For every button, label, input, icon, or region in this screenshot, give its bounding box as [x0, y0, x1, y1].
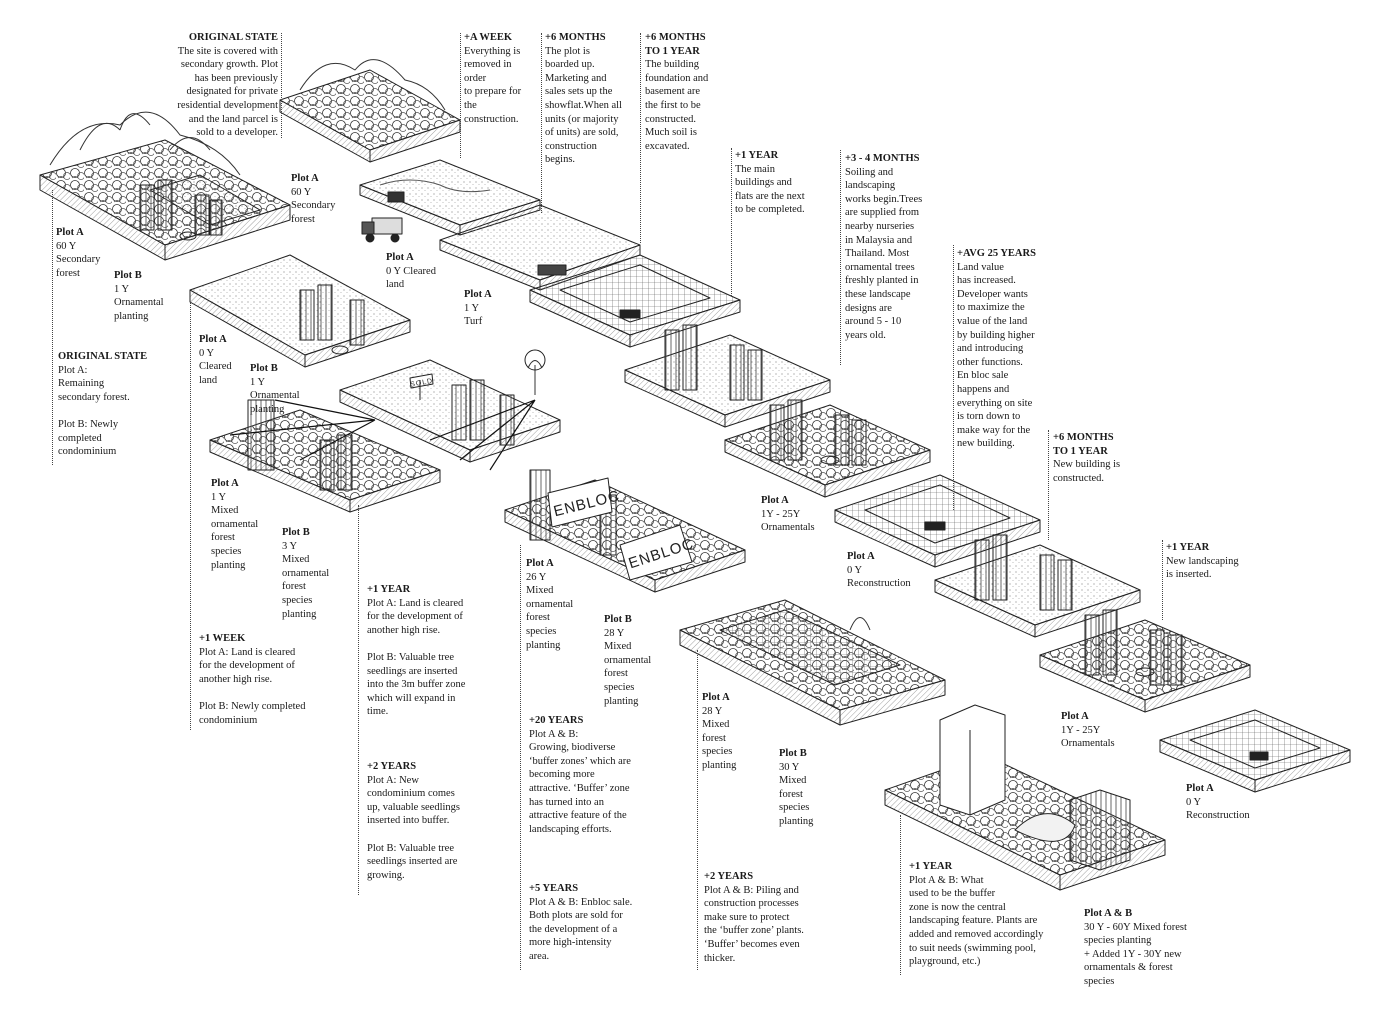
label-top-a-ornamentals: Plot A 1Y - 25Y Ornamentals — [761, 495, 815, 534]
label-mid-a26: Plot A 26 Y Mixed ornamental forest spec… — [526, 558, 574, 651]
label-top-a60: Plot A 60 Y Secondary forest — [291, 173, 336, 225]
leader-line — [840, 150, 841, 365]
note-six-months: +6 MONTHS The plot is boarded up. Market… — [545, 32, 622, 166]
note-one-year-mid: +1 YEAR Plot A: Land is cleared for the … — [367, 584, 466, 718]
label-mid-a28: Plot A 28 Y Mixed forest species plantin… — [702, 692, 737, 771]
leader-line — [953, 245, 954, 510]
plot-cleared-plus-condo — [189, 254, 411, 368]
note-one-year-landscaping: +1 YEAR New landscaping is inserted. — [1166, 542, 1239, 581]
note-three-four-months: +3 - 4 MONTHS Soiling and landscaping wo… — [845, 153, 923, 341]
label-top-a-reconstruction: Plot A 0 Y Reconstruction — [847, 551, 911, 590]
note-six-to-year-2: +6 MONTHS TO 1 YEAR New building is cons… — [1053, 432, 1121, 484]
leader-line — [900, 815, 901, 975]
plot-foundation — [529, 254, 741, 348]
plot-buffer-grown — [679, 599, 946, 726]
leader-line — [1048, 430, 1049, 540]
note-two-years-low: +2 YEARS Plot A & B: Piling and construc… — [704, 871, 804, 964]
note-one-week: +1 WEEK Plot A: Land is cleared for the … — [199, 633, 306, 726]
plot-final-landscape — [884, 704, 1166, 891]
label-top-a1: Plot A 1 Y Turf — [464, 289, 492, 328]
note-week: +A WEEK Everything is removed in order t… — [464, 32, 522, 125]
plot-enbloc — [504, 469, 746, 593]
sold-sign: SOLD — [410, 378, 434, 389]
label-left-a0: Plot A 0 Y Cleared land — [199, 334, 232, 386]
label-left-b1: Plot B 1 Y Ornamental planting — [114, 270, 164, 322]
label-left-a60: Plot A 60 Y Secondary forest — [56, 227, 101, 279]
note-six-to-year: +6 MONTHS TO 1 YEAR The building foundat… — [645, 32, 709, 152]
plot-new-building — [934, 534, 1141, 638]
plot-condo-original — [139, 174, 261, 241]
note-avg-25-years: +AVG 25 YEARS Land value has increased. … — [957, 248, 1036, 450]
note-five-years: +5 YEARS Plot A & B: Enbloc sale. Both p… — [529, 883, 633, 962]
leader-line — [640, 33, 641, 243]
label-left-b3: Plot B 3 Y Mixed ornamental forest speci… — [282, 527, 330, 620]
leader-line — [520, 545, 521, 970]
plot-buildings — [624, 324, 831, 428]
label-top-a0: Plot A 0 Y Cleared land — [386, 252, 436, 291]
leader-line — [541, 33, 542, 213]
leader-line — [358, 505, 359, 895]
label-left-b1b: Plot B 1 Y Ornamental planting — [250, 363, 300, 415]
leader-line — [52, 190, 53, 465]
plot-seedlings — [339, 349, 561, 463]
note-original-left: ORIGINAL STATE Plot A: Remaining seconda… — [58, 351, 148, 458]
note-two-years-mid: +2 YEARS Plot A: New condominium comes u… — [367, 761, 461, 881]
leader-line — [731, 148, 732, 296]
plot-new-landscaping — [1039, 609, 1251, 713]
plot-landscaped — [724, 399, 931, 498]
note-original-top: ORIGINAL STATE The site is covered with … — [177, 32, 278, 139]
leader-line — [190, 302, 191, 730]
note-one-year-low: +1 YEAR Plot A & B: What used to be the … — [909, 861, 1044, 968]
label-mid-b30: Plot B 30 Y Mixed forest species plantin… — [779, 748, 814, 827]
plot-forest-top — [279, 59, 461, 163]
label-top-a-ornamentals-2: Plot A 1Y - 25Y Ornamentals — [1061, 711, 1115, 750]
leader-line — [281, 33, 282, 138]
label-mid-b28: Plot B 28 Y Mixed ornamental forest spec… — [604, 614, 652, 707]
leader-line — [1162, 540, 1163, 620]
plot-reconstruction-final — [1159, 709, 1351, 793]
label-ab-final: Plot A & B 30 Y - 60Y Mixed forest speci… — [1084, 908, 1187, 987]
leader-line — [697, 650, 698, 970]
label-top-a-reconstruction-2: Plot A 0 Y Reconstruction — [1186, 783, 1250, 822]
plot-mixed-buffer — [209, 399, 536, 513]
label-left-a1-mixed: Plot A 1 Y Mixed ornamental forest speci… — [211, 478, 259, 571]
note-twenty-years: +20 YEARS Plot A & B: Growing, biodivers… — [529, 715, 631, 835]
leader-line — [460, 33, 461, 158]
note-one-year-top: +1 YEAR The main buildings and flats are… — [735, 150, 805, 216]
